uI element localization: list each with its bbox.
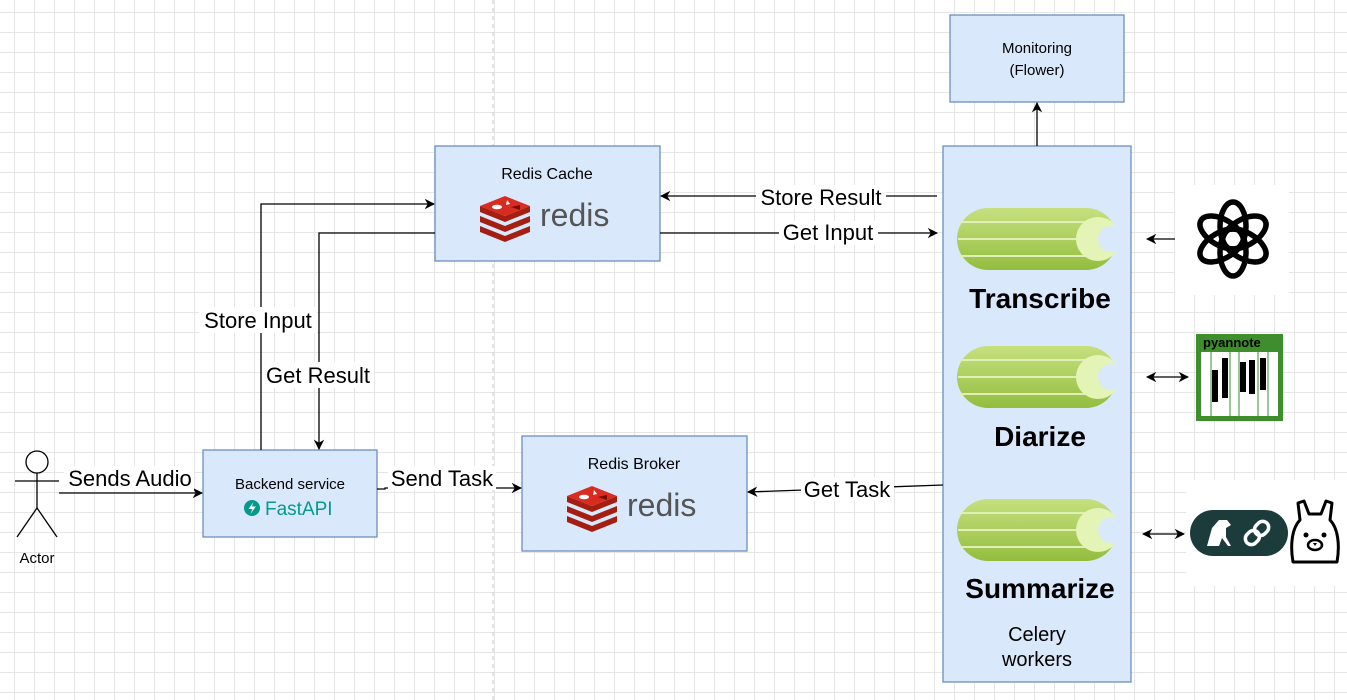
task-diarize-label: Diarize [994,421,1086,452]
celery-icon [957,499,1124,561]
get-result-arrow [313,232,435,451]
redis-cache-title: Redis Cache [501,166,593,183]
monitoring-box[interactable] [949,14,1125,103]
ollama-icon [1290,499,1340,564]
redis-cache-logo-text: redis [540,197,609,233]
sends-audio-label: Sends Audio [68,466,192,491]
get-task-label: Get Task [804,477,891,502]
task-transcribe-label: Transcribe [969,283,1111,314]
backend-title: Backend service [235,476,345,493]
fastapi-logo-text: FastAPI [265,499,333,520]
openai-icon [1197,199,1269,279]
fastapi-icon [244,500,260,516]
monitoring-line1: Monitoring [1002,40,1072,57]
celery-footer-line2: workers [1001,649,1072,671]
store-input-label: Store Input [204,308,312,333]
store-input-arrow [260,198,436,450]
langchain-icon [1190,510,1288,556]
pyannote-logo-text: pyannote [1203,335,1261,350]
pyannote-logo: pyannote [1196,334,1283,421]
monitoring-line2: (Flower) [1010,62,1065,79]
task-summarize-label: Summarize [965,573,1114,604]
celery-footer-line1: Celery [1008,624,1066,646]
actor-label: Actor [19,550,54,567]
redis-broker-logo-text: redis [627,487,696,523]
get-result-label: Get Result [266,363,370,388]
redis-cache-box[interactable] [434,145,661,262]
get-input-label: Get Input [783,220,874,245]
backend-box[interactable] [202,449,378,538]
send-task-label: Send Task [391,466,494,491]
redis-icon [480,196,530,242]
redis-broker-box[interactable] [521,435,748,552]
store-result-label: Store Result [760,185,881,210]
redis-icon [567,486,617,532]
celery-icon [957,208,1124,270]
redis-broker-title: Redis Broker [588,456,681,473]
celery-icon [957,346,1124,408]
actor-figure [15,450,59,538]
